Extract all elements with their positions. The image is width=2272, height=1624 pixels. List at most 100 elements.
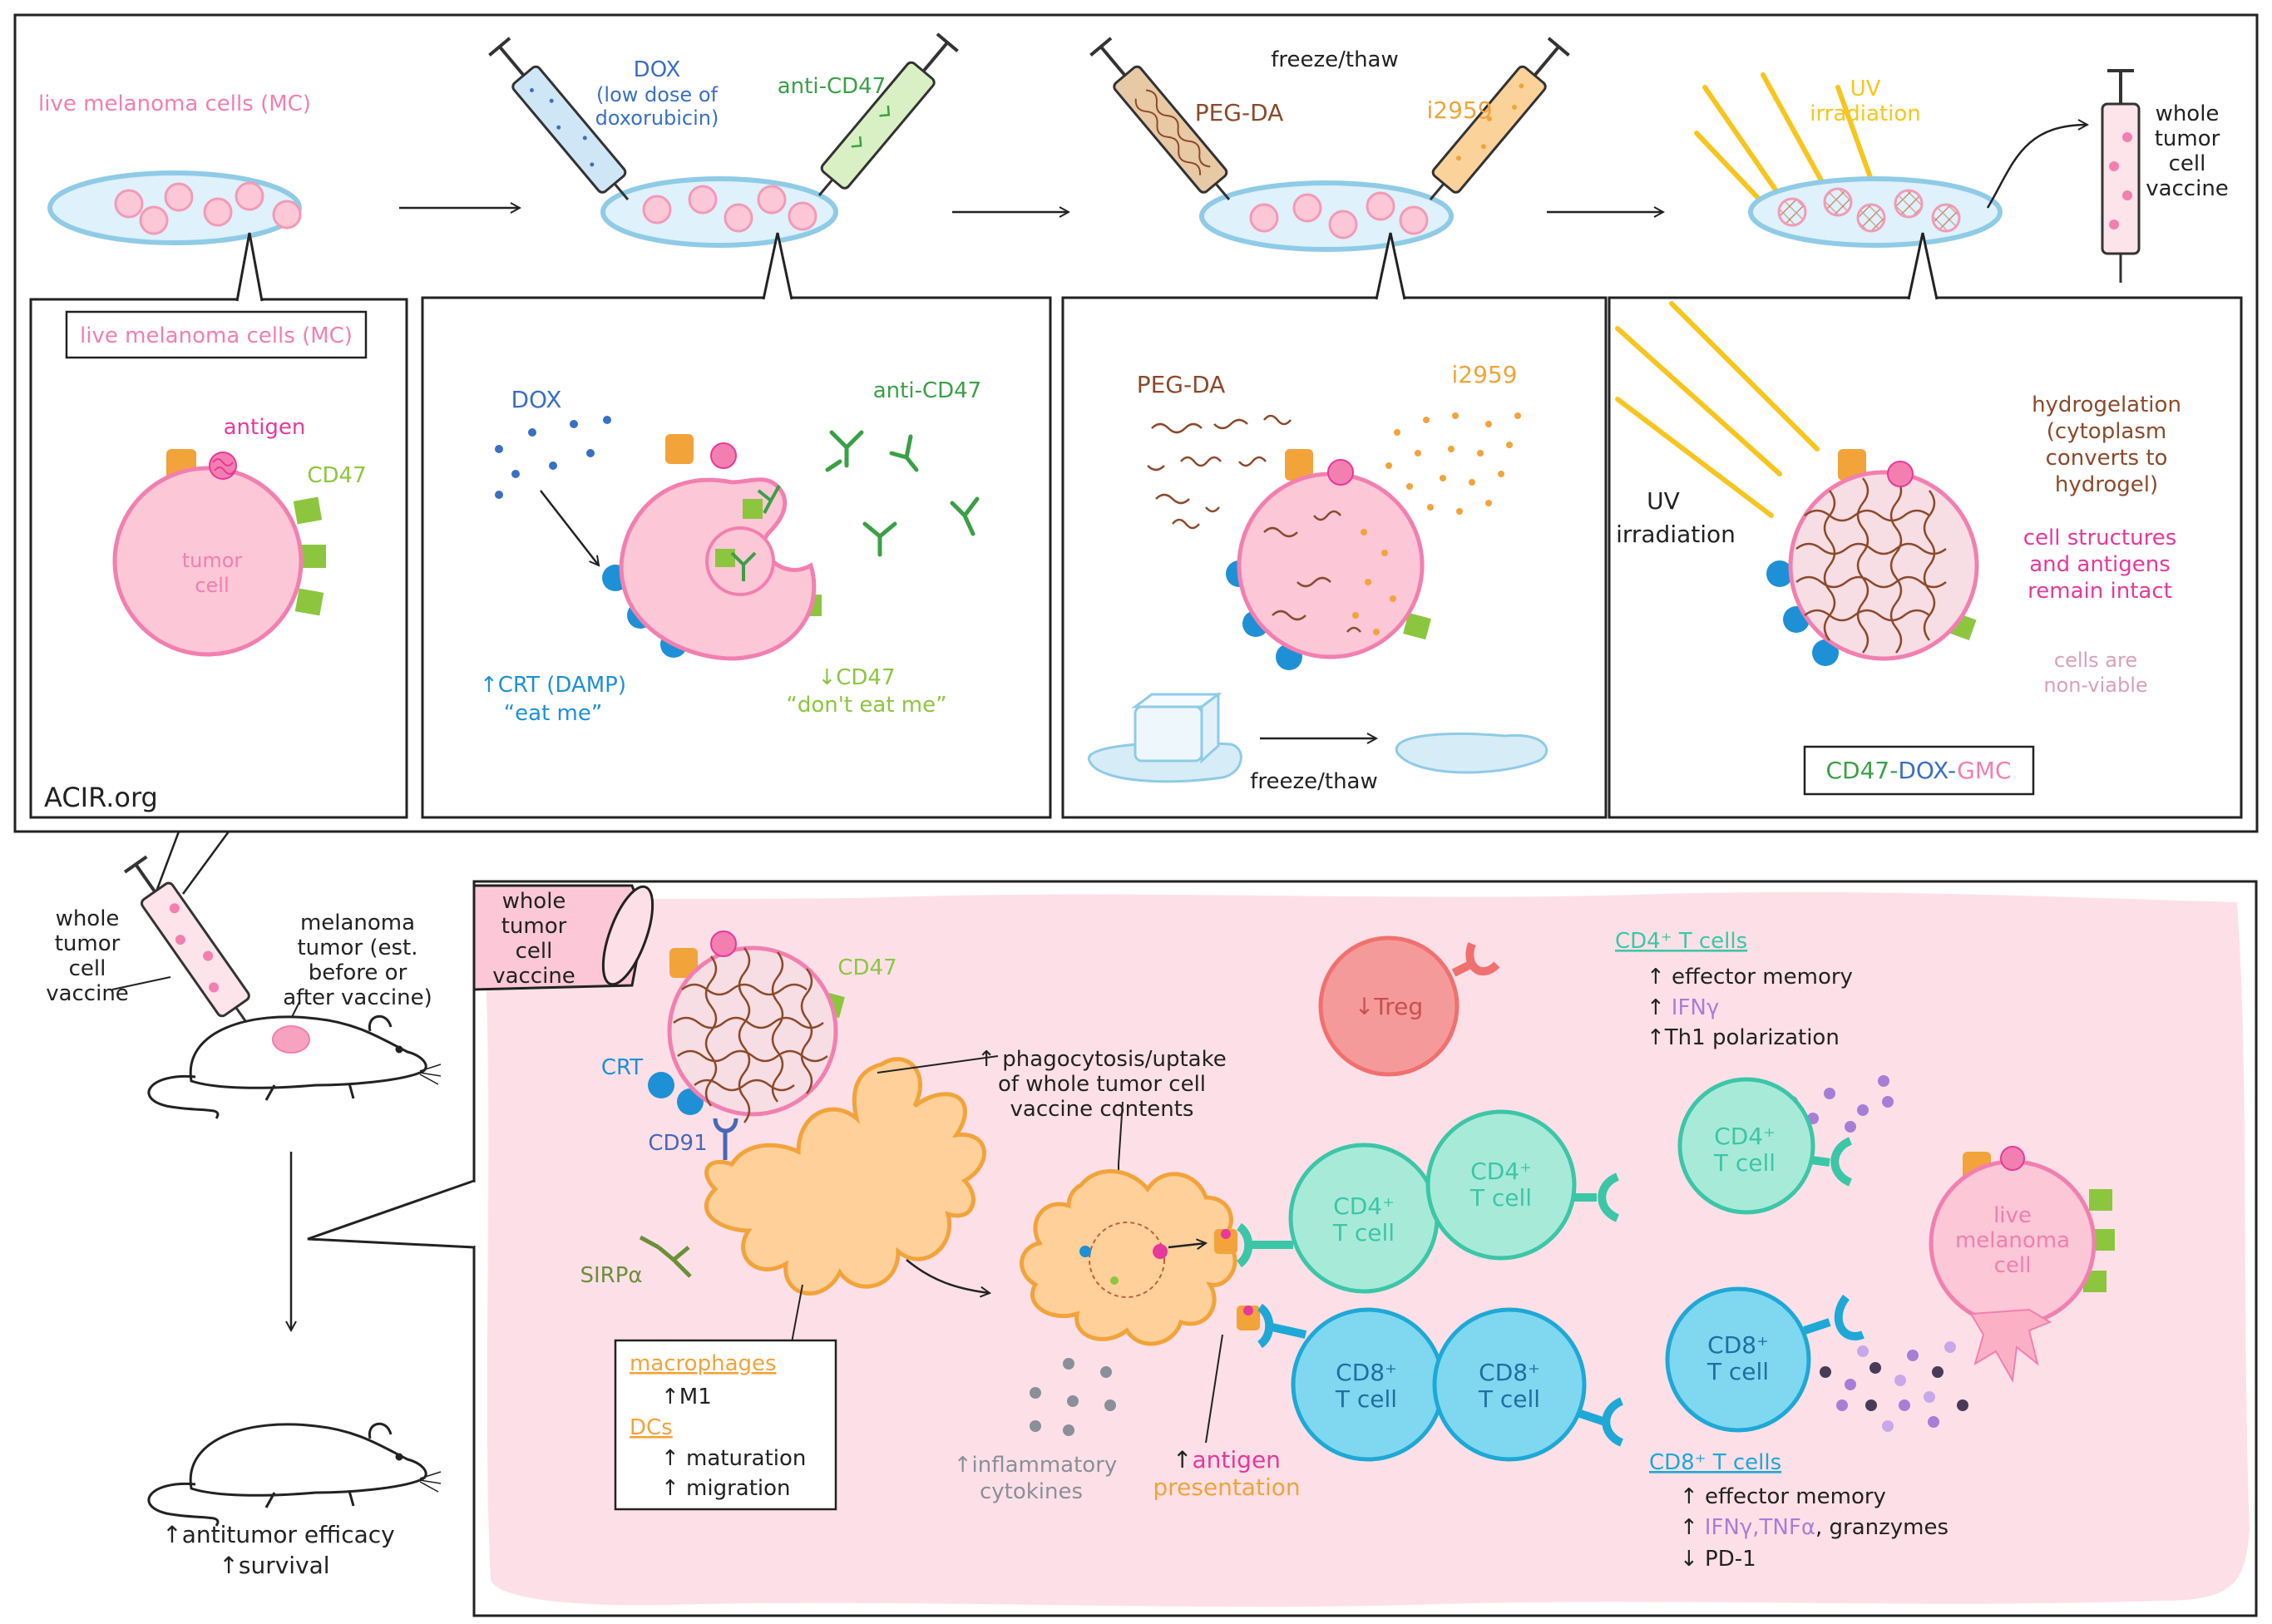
vaccine-top-2: tumor bbox=[2155, 126, 2220, 151]
cd47-label-box1: CD47 bbox=[307, 463, 366, 488]
site-credit[interactable]: ACIR.org bbox=[44, 782, 158, 813]
cytokines-1: ↑inflammatory bbox=[954, 1453, 1118, 1478]
freeze-thaw-top-label: freeze/thaw bbox=[1271, 47, 1399, 72]
syringe-i2959 bbox=[1429, 37, 1570, 200]
cd4-1a: CD4⁺ bbox=[1333, 1192, 1395, 1220]
dox-sub2: doxorubicin) bbox=[595, 106, 719, 130]
hydro-4: hydrogel) bbox=[2055, 472, 2158, 497]
i2959-particles bbox=[1385, 412, 1521, 515]
dish-step2 bbox=[600, 176, 838, 248]
vaccine-name-frame bbox=[1803, 745, 2035, 796]
cd8-line1: ↑ effector memory bbox=[1680, 1484, 1886, 1509]
gel-cell-box4 bbox=[1766, 449, 1979, 666]
vaccine-top-4: vaccine bbox=[2146, 176, 2229, 201]
syringe-dox bbox=[488, 37, 630, 200]
live-1: live bbox=[1993, 1203, 2032, 1228]
treg-receptor bbox=[1451, 942, 1500, 977]
pegda-label-box3: PEG-DA bbox=[1137, 371, 1226, 398]
mouse-vaccine-3: cell bbox=[69, 956, 106, 981]
vaccine-tube-icon bbox=[472, 884, 654, 991]
mhc-1 bbox=[1214, 1229, 1237, 1254]
antigen-label-box1: antigen bbox=[224, 415, 306, 440]
pegda-strands bbox=[1147, 414, 1292, 530]
live-3: cell bbox=[1994, 1253, 2032, 1278]
cd4-3a: CD4⁺ bbox=[1714, 1123, 1776, 1150]
callout-to-mouse bbox=[152, 831, 230, 899]
vaccine-syringe-mouse bbox=[123, 855, 254, 1033]
cd8-tcell-2 bbox=[1432, 1307, 1587, 1462]
tcr-cd4-3 bbox=[1810, 1137, 1853, 1187]
cd4-1b: T cell bbox=[1332, 1219, 1395, 1246]
mouse-icon bbox=[147, 1014, 442, 1119]
tcr-cd4-2 bbox=[1572, 1172, 1620, 1222]
crt-label: ↑CRT (DAMP) bbox=[480, 673, 626, 698]
tube-1: whole bbox=[502, 889, 566, 914]
syringe-anti-cd47 bbox=[817, 32, 959, 196]
maturation-label: ↑ maturation bbox=[661, 1446, 806, 1471]
nonviable-2: non-viable bbox=[2043, 674, 2147, 697]
migration-label: ↑ migration bbox=[661, 1476, 791, 1501]
ice-cube-icon bbox=[1087, 692, 1242, 783]
cd8-3b: T cell bbox=[1706, 1358, 1769, 1385]
efficacy-label: ↑antitumor efficacy bbox=[162, 1521, 394, 1548]
cd4-line3: ↑Th1 polarization bbox=[1647, 1025, 1840, 1050]
tumor-cell-box3 bbox=[1226, 449, 1431, 670]
struct-3: remain intact bbox=[2028, 579, 2172, 604]
eat-me-label: “eat me” bbox=[504, 701, 603, 726]
antigen-presentation-1: ↑antigen bbox=[1173, 1446, 1281, 1473]
cd47-bottom: CD47 bbox=[837, 955, 896, 980]
struct-2: and antigens bbox=[2029, 552, 2171, 577]
tube-4: vaccine bbox=[492, 964, 575, 989]
tumor-note-3: before or bbox=[309, 960, 407, 985]
tumor-cell-box1 bbox=[112, 449, 326, 657]
step1-label: live melanoma cells (MC) bbox=[38, 91, 311, 116]
vaccine-syringe-top bbox=[2101, 69, 2141, 283]
vaccine-top-3: cell bbox=[2169, 151, 2206, 176]
survival-label: ↑survival bbox=[219, 1552, 329, 1579]
cd8-1a: CD8⁺ bbox=[1336, 1359, 1397, 1386]
macrophage bbox=[704, 1057, 986, 1296]
vaccine-name: CD47-DOX-GMC bbox=[1826, 757, 2012, 784]
macrophages-label: macrophages bbox=[630, 1351, 777, 1376]
tumor-cell-box2 bbox=[602, 434, 822, 661]
box1-title-frame bbox=[65, 310, 368, 359]
mouse-vaccine-1: whole bbox=[56, 906, 120, 931]
tumor-note-4: after vaccine) bbox=[283, 985, 432, 1010]
dc-contents bbox=[1079, 1222, 1168, 1298]
tube-3: cell bbox=[516, 939, 553, 964]
tcr-cd8-2 bbox=[1578, 1397, 1624, 1447]
cd8-title: CD8⁺ T cells bbox=[1649, 1450, 1781, 1475]
cd47-down-label: ↓CD47 bbox=[817, 665, 895, 690]
cd91-receptor bbox=[713, 1118, 738, 1160]
anti-cd47-label-box2: anti-CD47 bbox=[873, 378, 981, 403]
box1-callout bbox=[235, 232, 264, 302]
dox-particles bbox=[495, 416, 611, 499]
cd8-line2: ↑IFNγ,TNFα, granzymes bbox=[1680, 1515, 1948, 1540]
m1-label: ↑M1 bbox=[661, 1385, 712, 1409]
phago-2: of whole tumor cell bbox=[998, 1072, 1206, 1097]
hydro-2: (cytoplasm bbox=[2047, 419, 2166, 444]
tumor-note-2: tumor (est. bbox=[297, 935, 417, 960]
granzyme-dots bbox=[1820, 1341, 1968, 1432]
anti-cd47-label: anti-CD47 bbox=[778, 74, 886, 99]
mhc-2 bbox=[1237, 1306, 1260, 1330]
tumor-cell-label-1: tumor bbox=[182, 549, 243, 572]
cd4-3b: T cell bbox=[1713, 1149, 1776, 1177]
cd8-2b: T cell bbox=[1478, 1385, 1540, 1413]
mouse-vaccine-4: vaccine bbox=[46, 981, 129, 1006]
dox-label: DOX bbox=[634, 57, 681, 82]
cd4-line2: ↑IFNγ bbox=[1647, 995, 1719, 1020]
crt-bottom: CRT bbox=[601, 1055, 643, 1080]
tcr-cd8-3 bbox=[1803, 1294, 1865, 1340]
dendritic-cell bbox=[1020, 1169, 1237, 1346]
hydro-1: hydrogelation bbox=[2032, 392, 2181, 417]
water-puddle-icon bbox=[1395, 732, 1548, 774]
freeze-thaw-box3: freeze/thaw bbox=[1250, 769, 1378, 794]
cd91-label: CD91 bbox=[648, 1131, 707, 1156]
sirpa-label: SIRPα bbox=[580, 1263, 642, 1288]
i2959-top-label: i2959 bbox=[1426, 96, 1492, 124]
tube-2: tumor bbox=[501, 914, 567, 939]
cd8-line3: ↓ PD-1 bbox=[1680, 1547, 1756, 1572]
dox-sub1: (low dose of bbox=[596, 83, 718, 106]
